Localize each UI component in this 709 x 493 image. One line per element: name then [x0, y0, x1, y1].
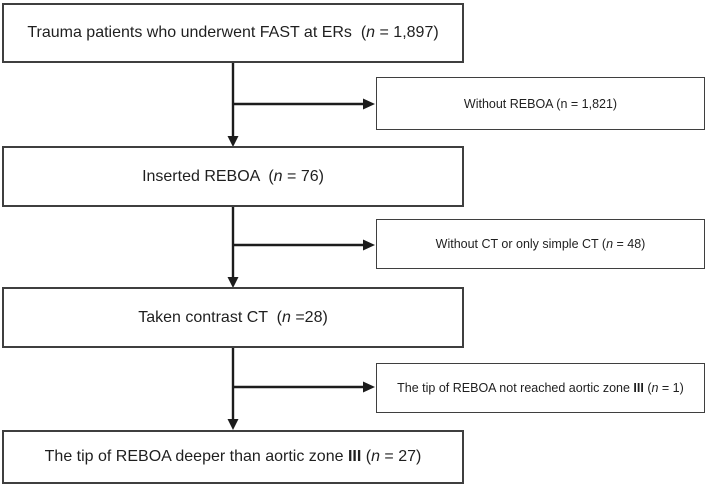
side-box-without-ct: Without CT or only simple CT (n = 48): [376, 219, 705, 269]
connector-fast-to-reboa: [227, 62, 375, 147]
side-box-without-reboa-label: Without REBOA (n = 1,821): [463, 96, 618, 111]
main-box-trauma-fast: Trauma patients who underwent FAST at ER…: [2, 3, 464, 63]
connector-ct-to-zone3: [227, 348, 375, 430]
connector-reboa-to-ct: [227, 207, 375, 288]
main-box-inserted-reboa-label: Inserted REBOA (n = 76): [142, 167, 324, 185]
main-box-deeper-than-zone3-label: The tip of REBOA deeper than aortic zone…: [44, 448, 422, 465]
main-box-contrast-ct: Taken contrast CT (n =28): [2, 287, 464, 348]
main-box-inserted-reboa: Inserted REBOA (n = 76): [2, 146, 464, 207]
side-box-without-reboa: Without REBOA (n = 1,821): [376, 77, 705, 130]
main-box-trauma-fast-label: Trauma patients who underwent FAST at ER…: [27, 24, 439, 41]
right-arrow-icon: [363, 239, 375, 251]
side-box-not-reached-zone3-label: The tip of REBOA not reached aortic zone…: [397, 381, 684, 395]
down-arrow-icon: [227, 419, 239, 430]
right-arrow-icon: [363, 98, 375, 110]
side-box-without-ct-label: Without CT or only simple CT (n = 48): [435, 237, 646, 251]
right-arrow-icon: [363, 381, 375, 393]
side-box-not-reached-zone3: The tip of REBOA not reached aortic zone…: [376, 363, 705, 413]
main-box-contrast-ct-label: Taken contrast CT (n =28): [138, 308, 328, 326]
main-box-deeper-than-zone3: The tip of REBOA deeper than aortic zone…: [2, 430, 464, 484]
